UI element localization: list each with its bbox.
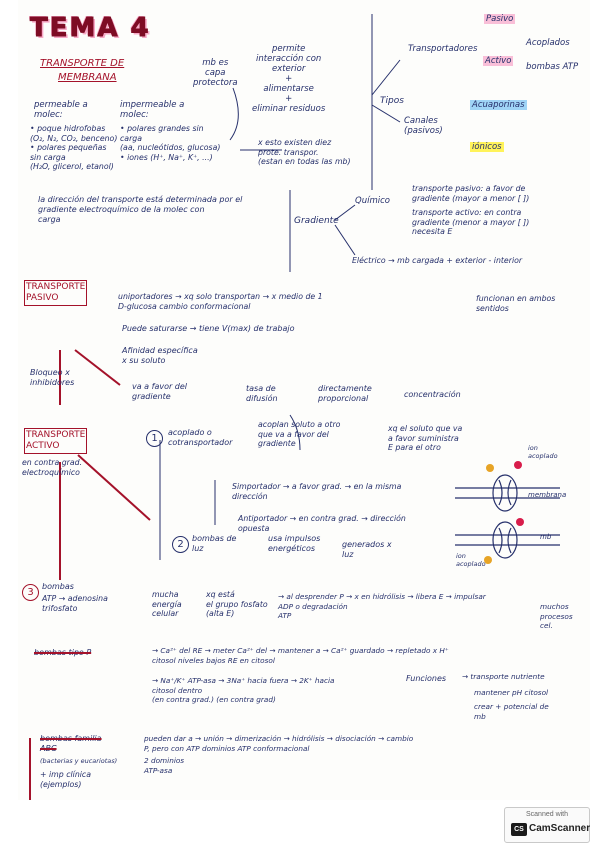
bombas-luz-label: bombas de luz [192,534,237,553]
capa-protectora: mb es capa protectora [193,58,238,88]
activo-heading: TRANSPORTE ACTIVO [23,428,88,454]
camscanner-label: CamScanner [529,823,591,834]
uniportadores-note: uniportadores → xq solo transportan → x … [118,292,323,311]
atp-note: ATP → adenosina trifosfato [42,594,108,613]
num-3: 3 [22,584,39,601]
gradiente-label: Gradiente [294,216,339,226]
permite-note: permite interacción con exterior + alime… [252,44,326,114]
membrana-label: membrana [528,491,567,499]
bloqueo-note: Bloqueo x inhibidores [30,368,75,387]
funcionan-note: funcionan en ambos sentidos [476,294,556,313]
tasa-difusion: tasa de difusión [246,384,278,403]
num-2: 2 [172,536,189,553]
num-1: 1 [146,430,163,447]
gradiente-activo: transporte activo: en contra gradiente (… [412,208,530,236]
ion-acoplado-top: ion acoplado [528,444,558,460]
gradiente-pasivo: transporte pasivo: a favor de gradiente … [412,184,530,203]
notes-page [18,0,590,800]
impermeable-label: impermeable a molec: [120,100,185,120]
funcion-potencial: crear + potencial de mb [474,702,549,721]
transporter-diagram [455,474,560,559]
mb-label: mb [540,533,552,541]
funciones-label: Funciones [406,674,447,683]
tipos-label: Tipos [380,96,404,106]
impermeable-list: • polares grandes sin carga (aa, nucleót… [120,124,221,162]
simportador-note: Simportador → a favor grad. → en la mism… [232,482,402,501]
direccion-note: la dirección del transporte está determi… [38,195,243,224]
permeable-list: • poque hidrofobas (O₂, N₂, CO₂, benceno… [30,124,118,171]
acoplados-label: Acoplados [526,38,570,48]
mucha-energia: mucha energía celular [152,590,182,618]
funcion-nutriente: → transporte nutriente [462,672,545,681]
acoplado-label: acoplado o cotransportador [168,428,233,447]
xq-esta-note: xq está el grupo fosfato (alta E) [206,590,268,618]
pasivo-heading: TRANSPORTE PASIVO [23,280,88,306]
muchos-procesos: muchos procesos cel. [540,602,573,630]
saturarse-note: Puede saturarse → tiene V(max) de trabaj… [122,324,295,333]
activo-label: Activo [483,56,514,66]
ca-heading: bombas tipo P [34,648,92,657]
nak-pump-note: → Na⁺/K⁺ ATP-asa → 3Na⁺ hacia fuera → 2K… [152,676,335,704]
acoplan-note: acoplan soluto a otro que va a favor del… [258,420,341,448]
funcion-ph: mantener pH citosol [474,688,549,697]
ionicos-label: iónicos [470,142,504,152]
favor-gradiente: va a favor del gradiente [132,382,188,401]
transportadores-label: Transportadores [408,44,478,54]
subtitle-line-2: MEMBRANA [58,72,117,83]
scanned-with-label: Scanned with [525,811,569,818]
abc-dominios: 2 dominios ATP-asa [144,756,185,775]
bombas-heading: bombas [42,582,74,591]
abc-process-note: pueden dar a → unión → dimerización → hi… [144,734,414,753]
permeable-label: permeable a molec: [34,100,88,120]
electrico-note: Eléctrico → mb cargada + exterior - inte… [352,256,523,265]
camscanner-icon: CS [511,823,527,836]
generados-note: generados x luz [342,540,392,559]
directamente-proporcional: directamente proporcional [318,384,372,403]
subtitle-line-1: TRANSPORTE DE [40,58,125,69]
acuaporinas-label: Acuaporinas [470,100,527,110]
abc-sub: (bacterias y eucariotas) [40,757,118,765]
camscanner-badge: Scanned with CS CamScanner [504,807,590,843]
canales-label: Canales (pasivos) [404,116,443,136]
afinidad-note: Afinidad específica x su soluto [122,346,198,365]
ion-acoplado-bottom: ion acoplado [456,552,486,568]
page-title: TEMA 4 [30,13,151,43]
x-esto-note: x esto existen diez prote. transpor. (es… [258,138,351,166]
pasivo-label: Pasivo [484,14,516,24]
importancia-clinica: + imp clínica (ejemplos) [40,770,91,789]
abc-heading: bombas familia ABC [40,734,102,753]
antiportador-note: Antiportador → en contra grad. → direcci… [238,514,406,533]
impulsos-note: usa impulsos energéticos [268,534,321,553]
concentracion-label: concentración [404,390,461,399]
contra-gradiente: en contra grad. electroquímico [22,458,83,477]
ca-pump-note: → Ca²⁺ del RE → meter Ca²⁺ del → mantene… [152,646,449,665]
bombas-atp-label: bombas ATP [526,62,579,72]
quimico-label: Químico [355,196,390,206]
xq-soluto-note: xq el soluto que va a favor suministra E… [388,424,463,452]
desprender-note: → al desprender P → x en hidrólisis → li… [278,592,486,620]
